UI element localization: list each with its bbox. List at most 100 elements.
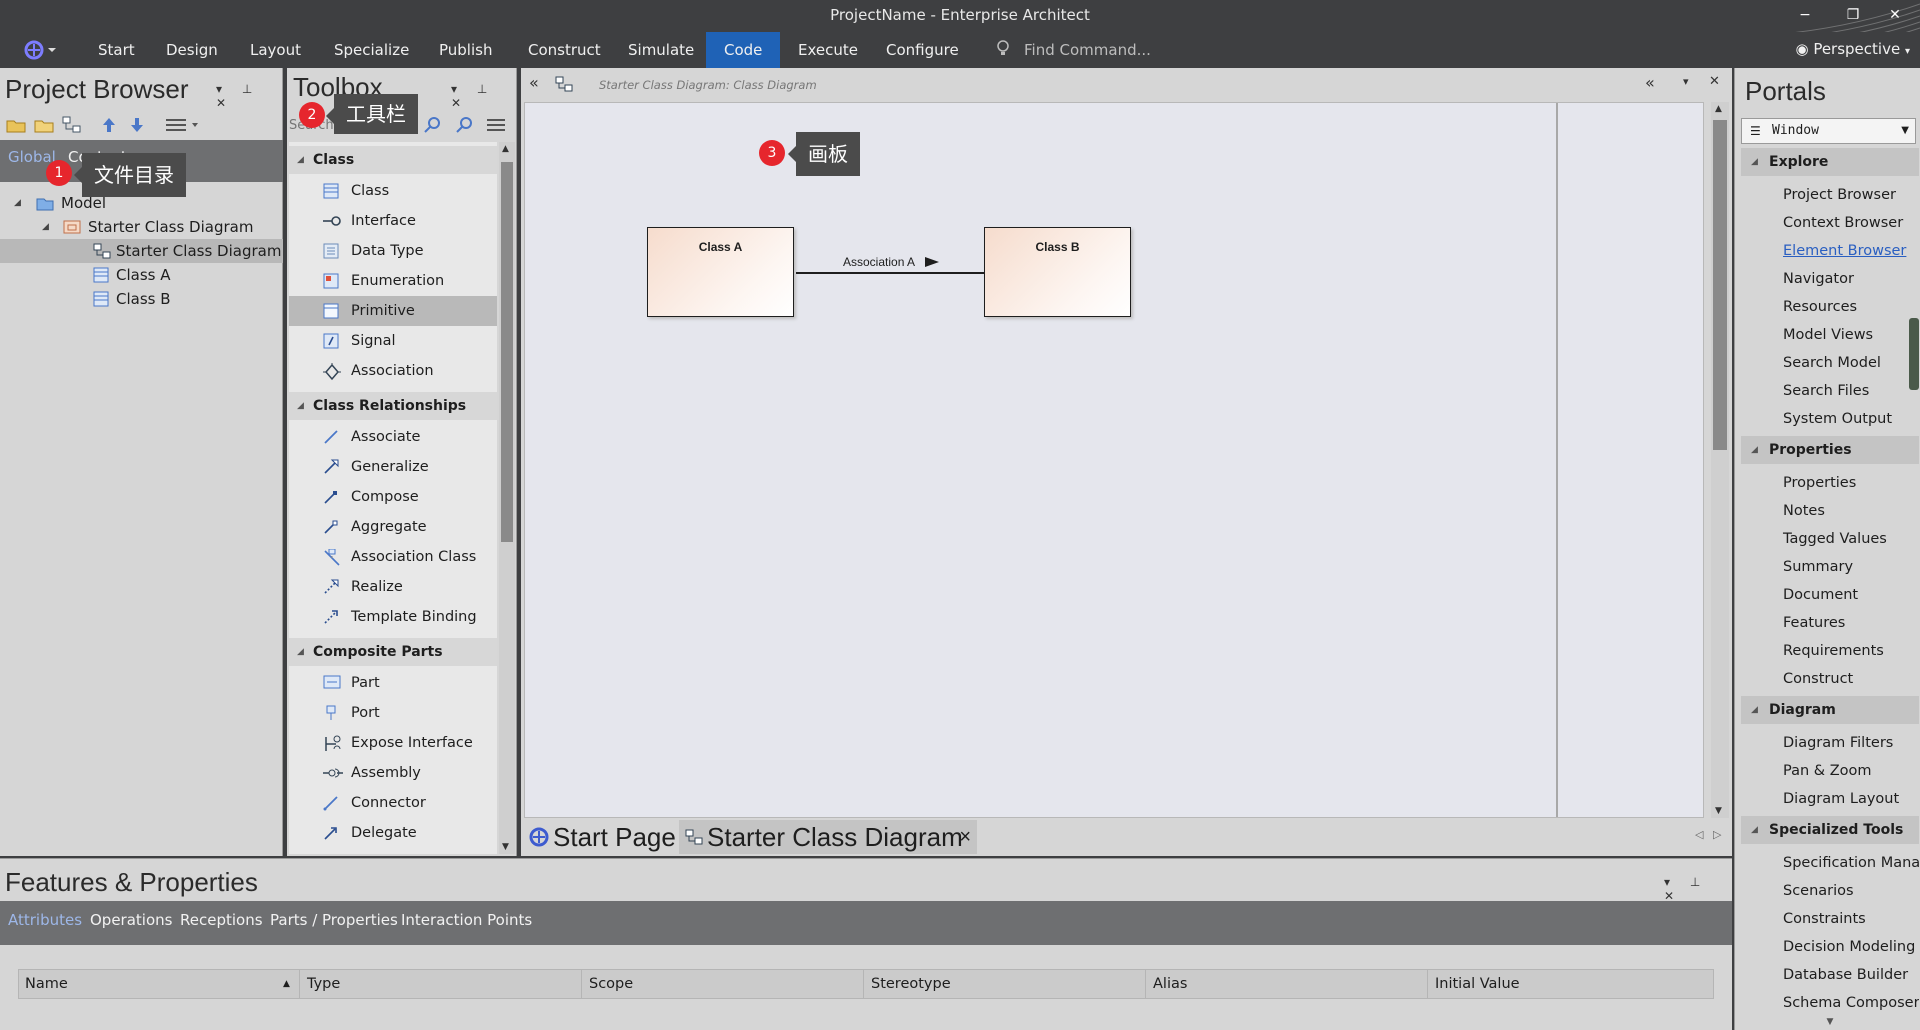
tree-item-class-a[interactable]: Class A: [0, 263, 283, 287]
tab-scroll-left-icon[interactable]: ◁: [1695, 828, 1704, 841]
menu-icon[interactable]: [487, 119, 505, 131]
portal-item[interactable]: Resources: [1783, 299, 1858, 315]
portal-item[interactable]: Requirements: [1783, 643, 1884, 659]
association-connector[interactable]: [796, 272, 985, 274]
close-window-button[interactable]: ✕: [1889, 7, 1901, 23]
sort-ascending-icon[interactable]: ▲: [283, 979, 290, 989]
tab-global[interactable]: Global: [8, 148, 56, 166]
portal-item[interactable]: Diagram Layout: [1783, 791, 1900, 807]
find-icon[interactable]: [455, 116, 473, 134]
column-initial-value[interactable]: Initial Value: [1435, 976, 1520, 992]
perspective-button[interactable]: ◉ Perspective ▾: [1795, 40, 1910, 58]
column-type[interactable]: Type: [307, 976, 341, 992]
tool-assembly[interactable]: Assembly: [289, 758, 497, 788]
portal-item[interactable]: Search Files: [1783, 383, 1870, 399]
portal-item[interactable]: Features: [1783, 615, 1846, 631]
tab-starter-class-diagram[interactable]: Starter Class Diagram ×: [679, 820, 977, 854]
toolbox-group-class-relationships[interactable]: Class Relationships: [289, 392, 497, 420]
tree-item-class-b[interactable]: Class B: [0, 287, 283, 311]
portal-item[interactable]: Model Views: [1783, 327, 1874, 343]
new-package-icon[interactable]: [6, 117, 26, 133]
portal-group-properties[interactable]: Properties: [1741, 436, 1919, 464]
menu-execute[interactable]: Execute: [798, 41, 858, 59]
tree-item-model[interactable]: ◢ Model: [0, 191, 283, 215]
toolbox-controls[interactable]: ▾ ⊥ ✕: [451, 82, 496, 110]
tool-association-class[interactable]: Association Class: [289, 542, 497, 572]
menu-publish[interactable]: Publish: [439, 41, 493, 59]
portal-item-link[interactable]: Element Browser: [1783, 243, 1907, 259]
tool-delegate[interactable]: Delegate: [289, 818, 497, 848]
toolbox-group-class[interactable]: Class: [289, 146, 497, 174]
tool-class[interactable]: Class: [289, 176, 497, 206]
portal-item[interactable]: Construct: [1783, 671, 1854, 687]
menu-design[interactable]: Design: [166, 41, 218, 59]
tool-expose-interface[interactable]: Expose Interface: [289, 728, 497, 758]
column-scope[interactable]: Scope: [589, 976, 634, 992]
tool-association[interactable]: Association: [289, 356, 497, 386]
move-up-icon[interactable]: [102, 117, 116, 133]
tool-generalize[interactable]: Generalize: [289, 452, 497, 482]
tab-attributes[interactable]: Attributes: [8, 911, 83, 929]
association-label[interactable]: Association A: [843, 255, 940, 269]
portal-group-specialized-tools[interactable]: Specialized Tools: [1741, 816, 1919, 844]
scrollbar-thumb[interactable]: [1713, 120, 1727, 450]
find-command[interactable]: Find Command...: [996, 32, 1151, 68]
portal-item[interactable]: Tagged Values: [1783, 531, 1887, 547]
scroll-down-icon[interactable]: ▼: [1715, 806, 1722, 816]
portal-item[interactable]: Schema Composer: [1783, 995, 1919, 1011]
menu-configure[interactable]: Configure: [886, 41, 959, 59]
portal-group-explore[interactable]: Explore: [1741, 148, 1919, 176]
search-icon[interactable]: [423, 116, 441, 134]
scrollbar-thumb[interactable]: [501, 162, 513, 542]
toolbox-scrollbar[interactable]: ▲ ▼: [499, 142, 515, 854]
scroll-up-icon[interactable]: ▲: [1715, 104, 1722, 114]
portal-item[interactable]: Constraints: [1783, 911, 1866, 927]
tool-associate[interactable]: Associate: [289, 422, 497, 452]
menu-specialize[interactable]: Specialize: [334, 41, 410, 59]
window-select[interactable]: ☰ Window ▼: [1741, 118, 1916, 144]
portal-item[interactable]: Notes: [1783, 503, 1825, 519]
tool-connector[interactable]: Connector: [289, 788, 497, 818]
portal-item[interactable]: Pan & Zoom: [1783, 763, 1872, 779]
collapse-right-icon[interactable]: «: [1645, 73, 1655, 92]
tool-part[interactable]: Part: [289, 668, 497, 698]
tool-realize[interactable]: Realize: [289, 572, 497, 602]
tool-compose[interactable]: Compose: [289, 482, 497, 512]
portal-item[interactable]: Decision Modeling: [1783, 939, 1916, 955]
portal-group-diagram[interactable]: Diagram: [1741, 696, 1919, 724]
portal-item[interactable]: Summary: [1783, 559, 1854, 575]
tab-interaction-points[interactable]: Interaction Points: [401, 911, 533, 929]
tree-item-starter-diagram[interactable]: Starter Class Diagram: [0, 239, 283, 263]
tool-primitive[interactable]: Primitive: [289, 296, 497, 326]
tool-template-binding[interactable]: Template Binding: [289, 602, 497, 632]
tab-start-page[interactable]: Start Page: [525, 820, 677, 854]
column-name[interactable]: Name: [25, 976, 68, 992]
portal-item[interactable]: Project Browser: [1783, 187, 1896, 203]
features-controls[interactable]: ▾ ⊥ ✕: [1664, 875, 1709, 903]
restore-button[interactable]: ❐: [1846, 7, 1860, 23]
portal-item[interactable]: Search Model: [1783, 355, 1881, 371]
portal-item[interactable]: Diagram Filters: [1783, 735, 1894, 751]
column-stereotype[interactable]: Stereotype: [871, 976, 951, 992]
folder-icon[interactable]: [34, 117, 54, 133]
class-b-element[interactable]: Class B: [984, 227, 1131, 317]
chevron-down-icon[interactable]: ▾: [1683, 75, 1689, 88]
tool-aggregate[interactable]: Aggregate: [289, 512, 497, 542]
move-down-icon[interactable]: [130, 117, 144, 133]
tab-parts-properties[interactable]: Parts / Properties: [270, 911, 398, 929]
scroll-up-icon[interactable]: ▲: [502, 144, 509, 154]
tab-receptions[interactable]: Receptions: [180, 911, 263, 929]
app-logo-icon[interactable]: [22, 38, 58, 62]
portal-item[interactable]: Database Builder: [1783, 967, 1909, 983]
collapse-left-icon[interactable]: «: [529, 73, 539, 92]
tree-item-starter-package[interactable]: ◢ Starter Class Diagram: [0, 215, 283, 239]
tab-operations[interactable]: Operations: [90, 911, 173, 929]
scroll-down-icon[interactable]: ▼: [1826, 1017, 1834, 1027]
portal-item[interactable]: System Output: [1783, 411, 1893, 427]
scroll-down-icon[interactable]: ▼: [502, 842, 509, 852]
column-alias[interactable]: Alias: [1153, 976, 1188, 992]
tool-signal[interactable]: Signal: [289, 326, 497, 356]
tool-data-type[interactable]: Data Type: [289, 236, 497, 266]
tool-enumeration[interactable]: Enumeration: [289, 266, 497, 296]
menu-code[interactable]: Code: [706, 32, 781, 68]
